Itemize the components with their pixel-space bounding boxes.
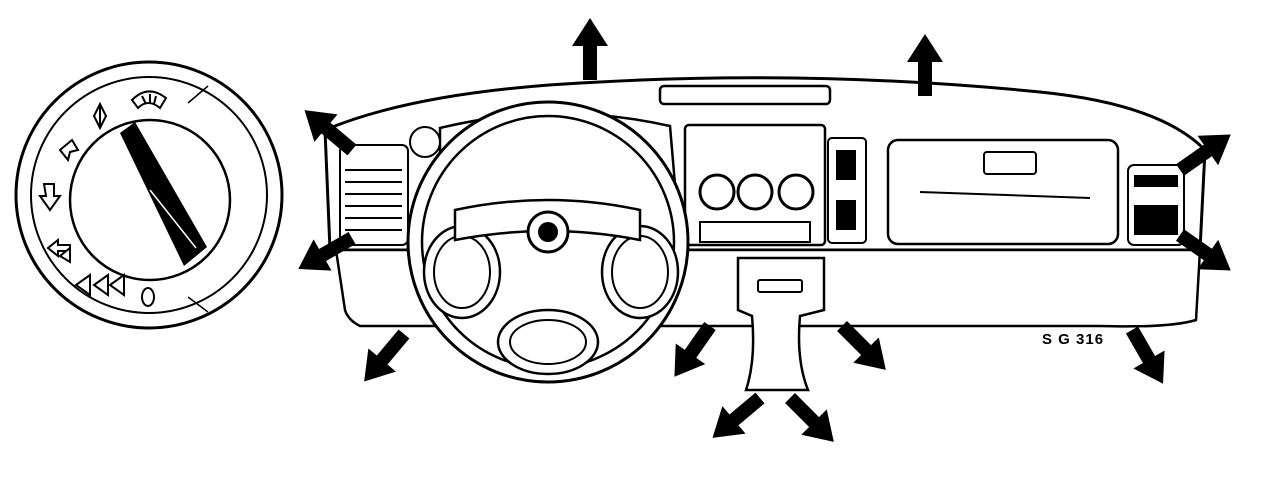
switch-row xyxy=(699,221,811,243)
glove-box xyxy=(886,138,1120,246)
clock-gauge xyxy=(409,126,441,158)
knob-segment-line xyxy=(187,85,209,104)
right-vent-slats-bottom xyxy=(1134,205,1178,235)
upper-vents-icon xyxy=(58,138,80,163)
knob-inner-ring xyxy=(30,76,268,314)
heater-knob-3 xyxy=(777,173,815,211)
face-vents-icon xyxy=(74,273,125,297)
wheel-spoke-bottom-inner xyxy=(509,319,587,365)
arrow-rear-right xyxy=(777,385,847,455)
floor-and-face-icon xyxy=(46,237,71,264)
airflow-control-knob[interactable] xyxy=(14,60,284,330)
heater-knob-2 xyxy=(736,173,774,211)
knob-outer-ring xyxy=(14,60,284,330)
upper-and-defrost-icon xyxy=(92,101,108,131)
center-vent-slats-bottom xyxy=(836,200,856,230)
arrow-floor-left xyxy=(350,322,418,394)
glove-box-latch[interactable] xyxy=(983,151,1037,175)
knob-dial xyxy=(68,118,232,282)
tunnel-slot xyxy=(757,279,803,293)
floor-vents-icon xyxy=(38,183,62,212)
center-vent-slats-top xyxy=(836,150,856,180)
arrow-floor-right xyxy=(1116,321,1179,393)
steering-wheel xyxy=(406,100,690,384)
knob-segment-line xyxy=(187,296,209,313)
horn-emblem xyxy=(538,222,558,242)
defrost-slot xyxy=(658,84,832,106)
right-vent-slats-top xyxy=(1134,175,1178,187)
heater-knob-1 xyxy=(698,173,736,211)
defrost-windscreen-icon xyxy=(130,90,168,110)
glove-box-line xyxy=(919,191,1091,199)
arrow-rear-left xyxy=(700,384,772,452)
knob-pointer xyxy=(120,122,207,266)
off-position-icon xyxy=(141,287,155,307)
figure-reference-code: S G 316 xyxy=(1042,331,1104,348)
arrow-defrost-center-left xyxy=(572,18,608,80)
knob-pointer-highlight xyxy=(149,189,197,249)
left-vent-louvers xyxy=(345,169,402,231)
